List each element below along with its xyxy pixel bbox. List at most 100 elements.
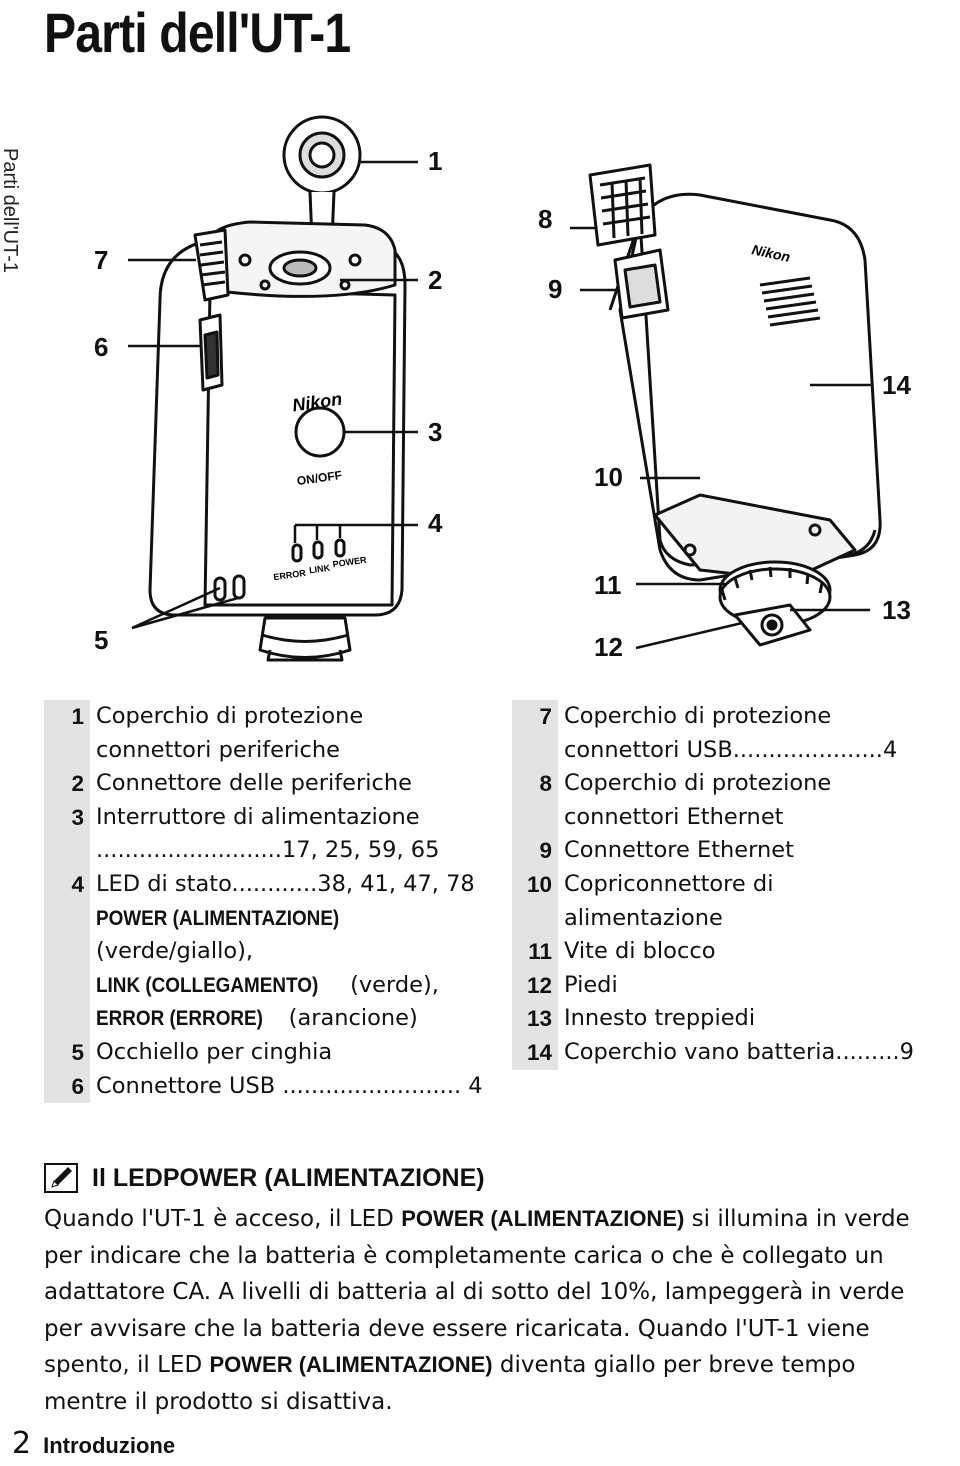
callout-3: 3 [428,417,443,447]
legend-number: 10 [512,867,558,902]
legend-text: LINK (COLLEGAMENTO) (verde), [90,969,439,1003]
note-title: Il LED POWER (ALIMENTAZIONE) [44,1163,944,1193]
page-number: 2 [12,1426,32,1461]
callout-6: 6 [94,332,109,362]
legend-text: Coperchio di protezione [564,703,832,729]
legend-number [512,800,558,835]
note-text: si illumina in verde per indicare che la… [44,1206,910,1378]
legend-number [44,968,90,1003]
legend-number: 11 [512,935,558,969]
note-led-name: POWER (ALIMENTAZIONE) [209,1352,493,1377]
legend-text: Innesto treppiedi [564,1005,756,1032]
legend-number: 5 [44,1035,90,1070]
callout-2: 2 [428,265,443,295]
legend-number: 6 [44,1069,90,1104]
legend-text: Connettore delle periferiche [96,770,412,797]
legend-number: 4 [44,867,90,902]
legend-row: ..........................17, 25, 59, 65 [44,834,504,868]
note-title-caps: POWER (ALIMENTAZIONE) [162,1163,485,1192]
legend-number [44,935,90,969]
legend-text: Connettore Ethernet [564,837,794,864]
legend-number: 9 [512,834,558,868]
legend-number: 12 [512,968,558,1003]
legend-text: (verde/giallo), [96,938,254,965]
legend-number [44,901,90,936]
callout-8: 8 [538,204,553,234]
legend-row: connettori periferiche [44,733,504,768]
legend-text: Occhiello per cinghia [96,1038,333,1065]
legend-number [512,901,558,936]
callout-10: 10 [594,462,623,492]
legend-text: Coperchio di protezione [96,703,364,729]
legend-row: connettori Ethernet [512,800,958,835]
legend-number: 2 [44,767,90,801]
legend-text: Connettore USB .........................… [96,1072,483,1099]
legend-text: alimentazione [564,904,723,931]
legend-number [44,834,90,868]
legend-text: Coperchio vano batteria.........9 [564,1038,914,1065]
note-section: Il LED POWER (ALIMENTAZIONE) Quando l'UT… [44,1163,944,1420]
callout-7: 7 [94,245,109,275]
note-text: diventa giallo per breve tempo mentre il… [44,1352,856,1415]
switch-label: ON/OFF [296,468,343,488]
led-label-power: POWER [332,555,368,570]
legend-row: alimentazione [512,901,958,936]
pencil-icon [44,1163,78,1193]
legend-text: LED di stato............38, 41, 47, 78 [96,870,475,897]
legend-row: ERROR (ERRORE) (arancione) [44,1002,504,1036]
legend-number: 1 [44,700,90,734]
side-tab-label: Parti dell'UT-1 [0,148,21,273]
note-title-prefix: Il LED [92,1163,163,1192]
section-name: Introduzione [43,1433,176,1458]
callout-14: 14 [882,370,911,400]
legend-text: connettori USB.....................4 [564,736,898,763]
note-led-name: POWER (ALIMENTAZIONE) [401,1206,685,1231]
led-name: ERROR (ERRORE) [96,1007,263,1031]
legend-number: 3 [44,800,90,835]
callout-11: 11 [594,570,622,600]
legend-number: 7 [512,700,558,734]
legend-text: connettori periferiche [96,736,340,763]
legend-text: ..........................17, 25, 59, 65 [96,837,440,864]
legend-text: connettori Ethernet [564,803,784,830]
led-name: LINK (COLLEGAMENTO) [96,973,319,997]
note-text: Quando l'UT-1 è acceso, il LED [44,1206,402,1232]
brand-logo-right: Nikon [750,241,791,265]
device-figure: Nikon ON/OFF ERROR LINK POWER Nikon [0,110,960,690]
led-label-link: LINK [308,563,331,576]
legend-number [512,733,558,768]
callout-12: 12 [594,632,623,662]
callout-4: 4 [428,508,443,538]
legend-row: connettori USB.....................4 [512,733,958,768]
callout-5: 5 [94,625,109,655]
callout-13: 13 [882,595,911,625]
legend-number: 14 [512,1035,558,1070]
legend-text: Piedi [564,971,618,998]
legend-number [44,1002,90,1036]
note-body: Quando l'UT-1 è acceso, il LED POWER (AL… [44,1201,944,1420]
legend-text: Copriconnettore di [564,870,774,897]
legend-number: 8 [512,767,558,801]
device-illustration: Nikon ON/OFF ERROR LINK POWER Nikon [128,115,882,662]
legend-row: (verde/giallo), [44,935,504,969]
legend-row: LINK (COLLEGAMENTO) (verde), [44,968,504,1003]
led-color: (arancione) [281,1005,418,1032]
callout-9: 9 [548,274,563,304]
legend-number: 13 [512,1002,558,1036]
legend-number [44,733,90,768]
callout-1: 1 [428,146,443,176]
legend-row: POWER (ALIMENTAZIONE) [44,901,504,936]
led-label-error: ERROR [273,568,307,582]
